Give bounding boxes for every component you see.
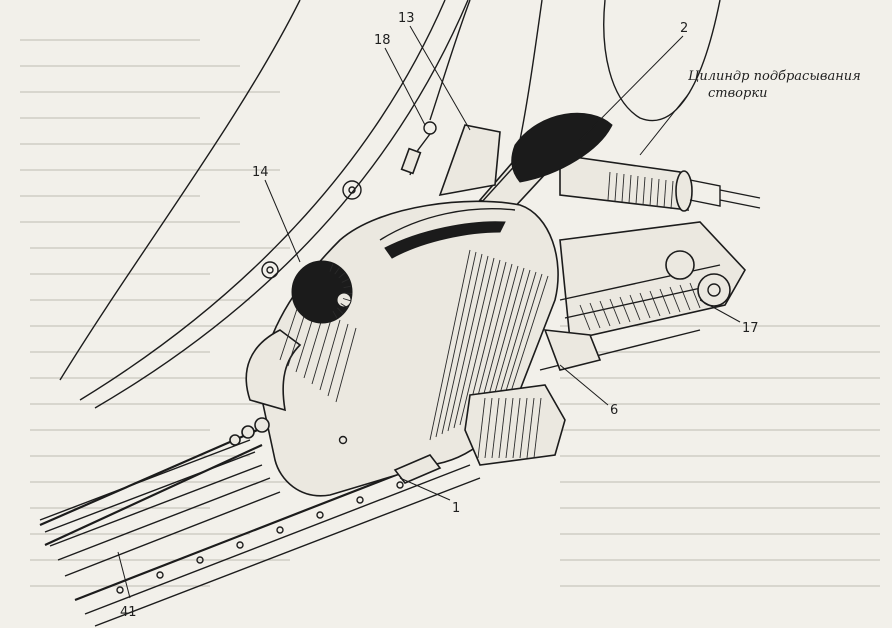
drawing-stroke bbox=[526, 397, 535, 459]
rail-rivet bbox=[276, 526, 284, 534]
drawing-stroke bbox=[519, 397, 528, 459]
drawing-stroke bbox=[505, 397, 514, 459]
rear-linkage bbox=[539, 221, 746, 371]
drawing-stroke bbox=[579, 304, 591, 331]
drawing-stroke bbox=[599, 300, 611, 327]
callout-17: 17 bbox=[742, 321, 759, 336]
drawing-stroke bbox=[507, 275, 549, 402]
drawing-stroke bbox=[649, 290, 661, 317]
drawing-stroke bbox=[609, 298, 621, 325]
drawing-stroke bbox=[341, 278, 350, 283]
drawing-stroke bbox=[512, 397, 521, 459]
callout-1: 1 bbox=[452, 501, 460, 516]
slider-block bbox=[393, 384, 566, 484]
callout-41: 41 bbox=[120, 605, 137, 620]
drawing-stroke bbox=[319, 319, 341, 391]
drawing-stroke bbox=[483, 267, 525, 414]
drawing-stroke bbox=[621, 173, 625, 203]
drawing-stroke bbox=[337, 307, 344, 314]
throttle-lever bbox=[469, 112, 613, 216]
drawing-stroke bbox=[459, 259, 501, 426]
drawing-stroke bbox=[669, 286, 681, 313]
drawing-stroke bbox=[441, 253, 483, 435]
callout-6: 6 bbox=[610, 403, 618, 418]
drawing-stroke bbox=[447, 255, 489, 432]
drawing-stroke bbox=[649, 177, 653, 207]
callout-14: 14 bbox=[252, 165, 269, 180]
push-rods bbox=[39, 417, 270, 546]
drawing-stroke bbox=[491, 397, 500, 459]
background-page-text bbox=[20, 39, 880, 587]
callout-13: 13 bbox=[398, 11, 415, 26]
callout-2: 2 bbox=[680, 21, 688, 36]
drawing-stroke bbox=[589, 302, 601, 329]
drawing-stroke bbox=[629, 294, 641, 321]
drawing-stroke bbox=[663, 179, 667, 209]
control-cables bbox=[429, 0, 721, 141]
drawing-stroke bbox=[484, 397, 493, 459]
drawing-stroke bbox=[679, 284, 691, 311]
cable-bracket bbox=[400, 121, 501, 197]
drawing-stroke bbox=[659, 288, 671, 315]
caption-line-1: Цилиндр подбрасывания bbox=[688, 69, 861, 84]
rail-rivet bbox=[396, 481, 404, 489]
drawing-stroke bbox=[619, 296, 631, 323]
drawing-stroke bbox=[435, 251, 477, 438]
friction-knob bbox=[291, 260, 353, 324]
drawing-stroke bbox=[635, 175, 639, 205]
drawing-stroke bbox=[340, 303, 348, 309]
drawing-stroke bbox=[689, 282, 701, 309]
leader-lines bbox=[117, 25, 741, 599]
drawing-stroke bbox=[327, 323, 349, 397]
window-frame bbox=[59, 0, 469, 409]
rail-rivet bbox=[116, 586, 124, 594]
drawing-stroke bbox=[332, 310, 338, 319]
drawing-stroke bbox=[343, 285, 352, 289]
rail-rivet bbox=[236, 541, 244, 549]
drawing-stroke bbox=[453, 257, 495, 429]
drawing-stroke bbox=[639, 292, 651, 319]
drawing-stroke bbox=[342, 298, 351, 302]
drawing-stroke bbox=[533, 397, 542, 459]
drawing-stroke bbox=[477, 397, 486, 459]
drawing-stroke bbox=[477, 265, 519, 417]
drawing-stroke bbox=[329, 263, 334, 272]
drawing-stroke bbox=[642, 176, 646, 206]
drawing-stroke bbox=[279, 299, 301, 361]
callout-18: 18 bbox=[374, 33, 391, 48]
rail-rivet bbox=[156, 571, 164, 579]
caption-line-2: створки bbox=[708, 86, 767, 101]
drawing-stroke bbox=[628, 174, 632, 204]
drawing-stroke bbox=[429, 249, 471, 441]
drawing-stroke bbox=[614, 172, 618, 202]
flap-cylinder bbox=[559, 154, 761, 212]
rail-rivet bbox=[196, 556, 204, 564]
drawing-stroke bbox=[501, 273, 543, 405]
rail-rivet bbox=[356, 496, 364, 504]
drawing-stroke bbox=[338, 272, 346, 279]
drawing-stroke bbox=[489, 269, 531, 411]
drawing-stroke bbox=[495, 271, 537, 408]
drawing-stroke bbox=[498, 397, 507, 459]
drawing-stroke bbox=[334, 267, 340, 275]
drawing-stroke bbox=[670, 180, 674, 210]
drawing-stroke bbox=[311, 315, 333, 385]
rail-rivet bbox=[316, 511, 324, 519]
drawing-stroke bbox=[607, 171, 611, 201]
drawing-stroke bbox=[656, 178, 660, 208]
drawing-stroke bbox=[335, 327, 357, 403]
